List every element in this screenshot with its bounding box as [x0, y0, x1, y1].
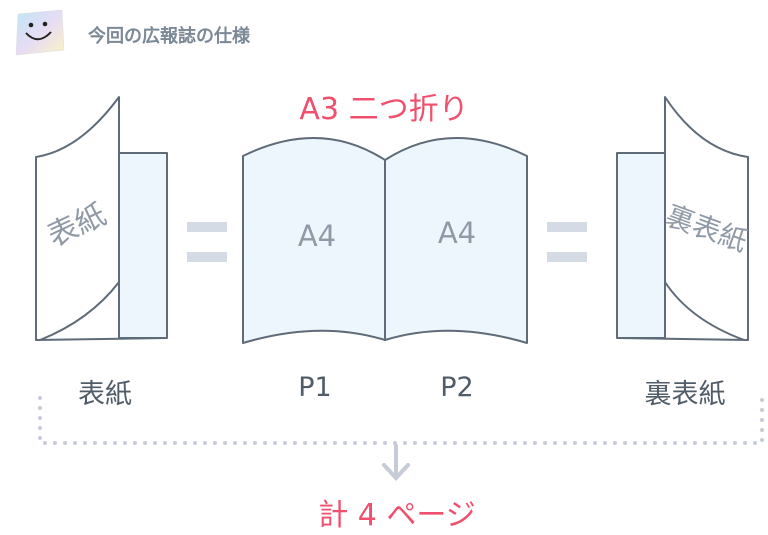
back-cover-booklet: [616, 96, 749, 341]
spread-left-text: A4: [298, 219, 336, 253]
equals-sign-left: [187, 222, 227, 262]
format-label: A3 二つ折り: [299, 92, 469, 127]
smiley-sticky-note-icon: [15, 9, 65, 56]
open-spread: [242, 136, 528, 344]
front-cover-booklet: [35, 96, 168, 341]
down-arrow-icon: [382, 444, 410, 481]
label-front-cover: 表紙: [78, 379, 132, 410]
label-p1: P1: [298, 372, 332, 403]
total-pages-label: 計 4 ページ: [318, 498, 476, 533]
dotted-bracket: [38, 396, 764, 445]
label-back-cover: 裏表紙: [644, 379, 726, 410]
spread-right-text: A4: [438, 216, 476, 250]
equals-sign-right: [547, 222, 587, 262]
page-title: 今回の広報誌の仕様: [88, 26, 250, 47]
label-p2: P2: [440, 372, 474, 403]
